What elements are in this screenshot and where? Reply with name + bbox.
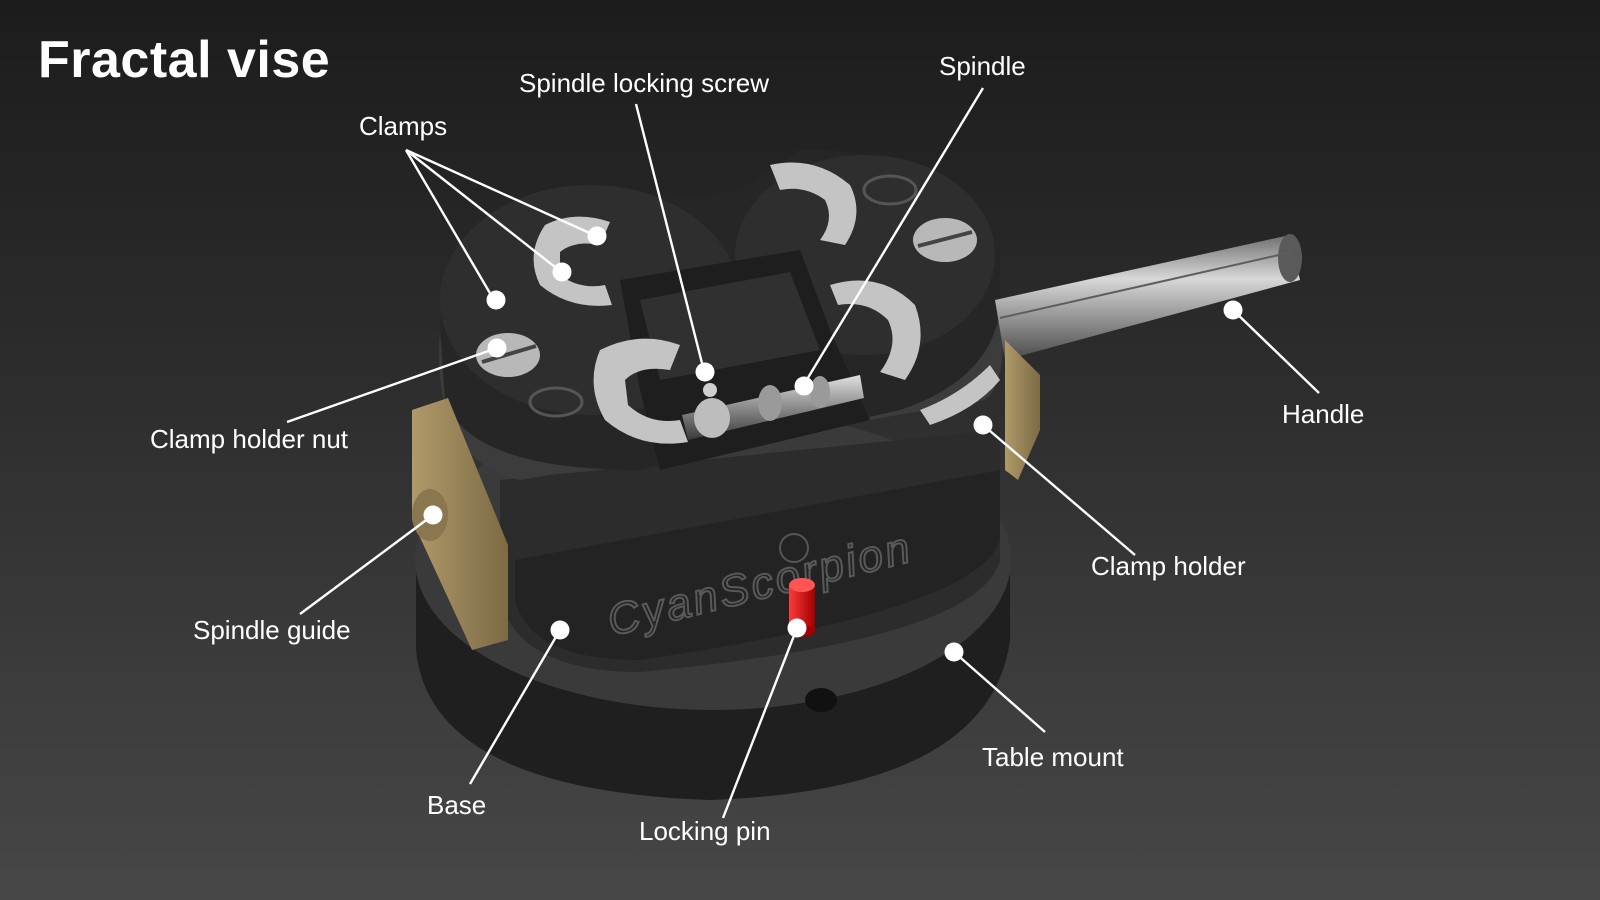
leader-table-mount [953, 651, 1046, 733]
label-clamp-holder: Clamp holder [1091, 551, 1246, 581]
leader-clamps-2 [405, 149, 561, 272]
spindle-part [682, 375, 864, 440]
label-base: Base [427, 790, 487, 820]
handle-part [995, 234, 1302, 360]
dot-clamps-1 [587, 226, 607, 246]
dot-clamps-3 [486, 290, 506, 310]
label-locking-pin: Locking pin [639, 816, 771, 846]
dot-clamp-holder [973, 415, 993, 435]
leader-clamps-3 [404, 149, 496, 301]
leader-locking-pin [721, 627, 799, 819]
leader-spindle [801, 87, 985, 387]
label-spindle-locking-screw: Spindle locking screw [519, 68, 770, 98]
dot-table-mount [944, 642, 964, 662]
label-table-mount: Table mount [982, 742, 1124, 772]
dot-base [550, 620, 570, 640]
leader-spindle-locking-screw [634, 103, 706, 372]
leader-clamp-holder-nut [286, 346, 498, 424]
base-part: CyanScorpion [500, 430, 1000, 672]
leader-clamps-1 [405, 148, 595, 237]
clamps-part [533, 162, 1000, 444]
leader-lines [286, 87, 1320, 819]
dot-handle [1223, 300, 1243, 320]
leader-spindle-guide [299, 514, 434, 615]
dot-clamp-holder-nut [487, 338, 507, 358]
callout-dots [423, 226, 1243, 662]
label-clamp-holder-nut: Clamp holder nut [150, 424, 348, 454]
leader-handle [1232, 309, 1320, 394]
label-clamps: Clamps [359, 111, 448, 141]
label-spindle: Spindle [939, 51, 1026, 81]
page-title: Fractal vise [38, 31, 331, 89]
spindle-guide-part [412, 340, 1040, 650]
dot-locking-pin [787, 618, 807, 638]
dot-clamps-2 [552, 262, 572, 282]
dot-spindle [794, 376, 814, 396]
dot-spindle-guide [423, 505, 443, 525]
label-spindle-guide: Spindle guide [193, 615, 351, 645]
leader-clamp-holder [982, 424, 1136, 556]
label-handle: Handle [1282, 399, 1365, 429]
leader-base [468, 629, 562, 785]
dot-spindle-locking-screw [695, 362, 715, 382]
